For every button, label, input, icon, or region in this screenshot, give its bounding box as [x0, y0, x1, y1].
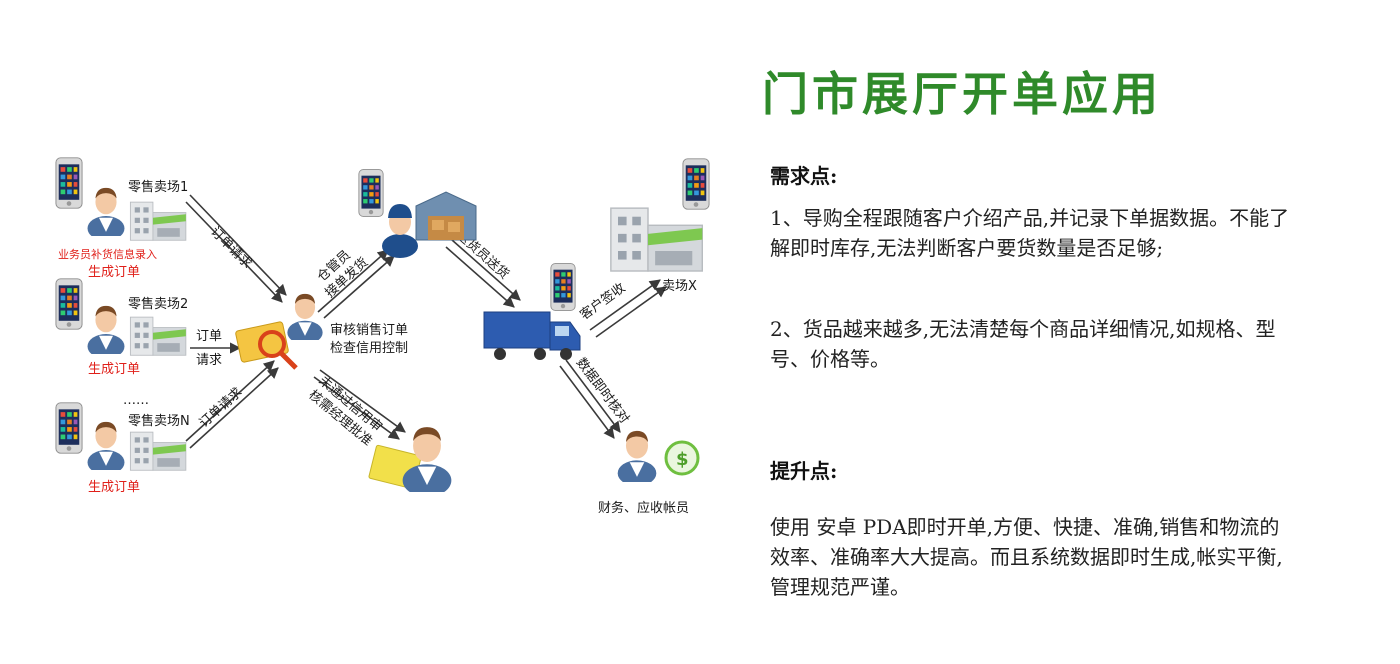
- manager-node: [368, 427, 452, 492]
- store-n-name: 零售卖场N: [128, 413, 190, 429]
- edge-label-review-a: 审核销售订单: [330, 322, 408, 338]
- edge-label-order-request-n: 订单请求: [197, 385, 246, 431]
- magnifier-icon: [258, 330, 298, 370]
- pda-phone-icon: [682, 158, 710, 210]
- workflow-diagram: 零售卖场1 业务员补货信息录入 生成订单 零售卖场2 生成订单 …… 零售卖场N…: [55, 157, 710, 516]
- pda-phone-icon: [55, 278, 83, 330]
- market-x-node: 卖场X: [610, 158, 710, 294]
- salesperson-icon: [87, 305, 125, 354]
- flow-arrows: [185, 194, 667, 449]
- needs-heading: 需求点:: [770, 164, 838, 188]
- delivery-truck: [483, 263, 581, 360]
- finance-person-icon: [617, 430, 657, 482]
- warehouse-keeper-icon: [382, 204, 418, 258]
- warehouse-node: [358, 169, 477, 258]
- store-1-note: 业务员补货信息录入: [58, 247, 157, 261]
- store-2: 零售卖场2 生成订单: [55, 278, 188, 377]
- store-1-name: 零售卖场1: [128, 179, 188, 195]
- need-item-1: 1、导购全程跟随客户介绍产品,并记录下单据数据。不能了解即时库存,无法判断客户要…: [770, 206, 1290, 260]
- store-2-order: 生成订单: [88, 362, 140, 377]
- money-icon: $: [664, 440, 700, 476]
- improve-heading: 提升点:: [770, 459, 838, 483]
- store-building-icon: [129, 431, 187, 471]
- svg-text:$: $: [676, 449, 689, 470]
- salesperson-icon: [87, 187, 125, 236]
- store-1: 零售卖场1 业务员补货信息录入 生成订单: [55, 157, 188, 280]
- store-building-icon: [129, 201, 187, 241]
- edge-label-order-request-2b: 请求: [196, 353, 222, 368]
- improve-text: 使用 安卓 PDA即时开单,方便、快捷、准确,销售和物流的效率、准确率大大提高。…: [770, 515, 1283, 599]
- finance-node: $ 财务、应收帐员: [598, 430, 700, 516]
- salesperson-icon: [87, 421, 125, 470]
- edge-label-order-request-2a: 订单: [196, 329, 222, 344]
- store-n: …… 零售卖场N 生成订单: [55, 393, 190, 495]
- market-building-icon: [610, 207, 704, 272]
- need-item-2: 2、货品越来越多,无法清楚每个商品详细情况,如规格、型号、价格等。: [770, 317, 1276, 371]
- edge-label-order-request-1: 订单请求: [207, 224, 254, 271]
- market-x-label: 卖场X: [662, 279, 697, 294]
- pda-phone-icon: [550, 263, 576, 311]
- edge-label-data-check: 数据即时核对: [573, 355, 632, 426]
- truck-icon: [483, 311, 581, 360]
- page-title: 门市展厅开单应用: [762, 67, 1162, 121]
- store-n-order: 生成订单: [88, 480, 140, 495]
- store-1-order: 生成订单: [88, 265, 140, 280]
- edge-label-customer-sign: 客户签收: [577, 280, 628, 324]
- pda-phone-icon: [55, 402, 83, 454]
- reviewer-person-icon: [287, 293, 323, 340]
- order-reviewer: [235, 293, 323, 370]
- finance-label: 财务、应收帐员: [598, 500, 689, 516]
- pda-phone-icon: [55, 157, 83, 209]
- warehouse-building-icon: [415, 191, 477, 241]
- edge-label-review-b: 检查信用控制: [330, 341, 408, 356]
- pda-phone-icon: [358, 169, 384, 217]
- store-n-dots: ……: [123, 393, 149, 408]
- store-building-icon: [129, 316, 187, 356]
- store-2-name: 零售卖场2: [128, 296, 188, 312]
